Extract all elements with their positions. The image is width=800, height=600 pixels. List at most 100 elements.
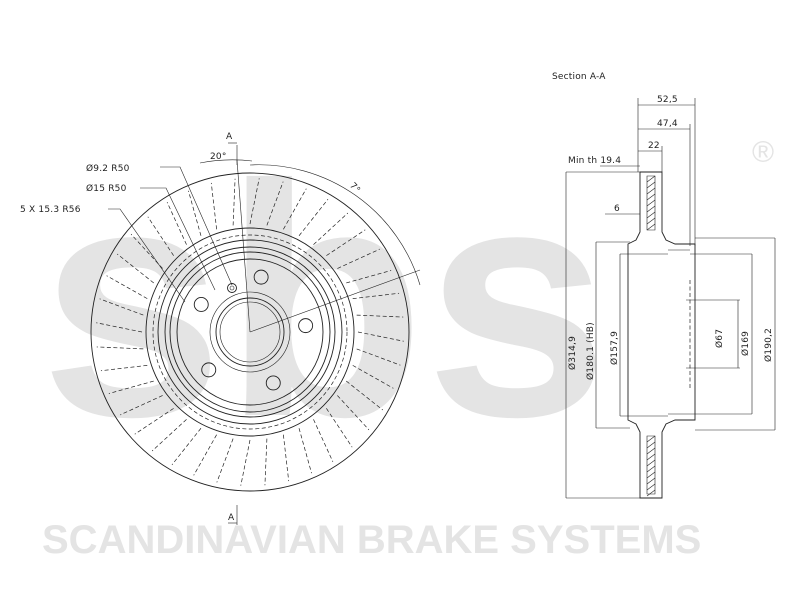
vane-line (283, 188, 307, 230)
vane-line (99, 298, 144, 316)
leader-15 (140, 187, 216, 291)
vane-line (216, 438, 234, 483)
section-title: Section A-A (552, 72, 606, 82)
hat-outer-circle (157, 239, 343, 425)
hatch-line (646, 223, 656, 231)
vane-line (313, 419, 334, 462)
dim-67: Ø67 (714, 329, 725, 348)
vane-line (117, 253, 154, 284)
vane-line (356, 348, 401, 366)
sbs-logo-text: sbs (40, 116, 609, 485)
disc-section-outline (627, 171, 696, 499)
vane-line (283, 434, 290, 482)
dim-6: 6 (614, 204, 620, 214)
front-view: A A 20° 7° Ø9.2 R50 Ø15 R50 5 X 15.3 R56 (20, 132, 421, 525)
bolt-hole (193, 297, 209, 312)
hatch-line (646, 477, 656, 485)
bolt-hole (265, 375, 281, 391)
hatch-line (646, 205, 656, 213)
dim-22: 22 (648, 141, 660, 151)
vane-line (266, 181, 284, 226)
hatch-line (646, 175, 656, 183)
dim-190-2: Ø190,2 (763, 328, 774, 362)
vane-line (298, 428, 312, 474)
dim-52-5: 52,5 (657, 95, 678, 105)
vane-line (166, 202, 187, 245)
hub-bore-inner (219, 301, 281, 363)
angle-label-20: 20° (210, 152, 227, 162)
vane-line (188, 190, 202, 236)
vane-line (171, 428, 202, 465)
hatch-line (646, 441, 656, 449)
section-marker-bottom: A (228, 513, 235, 523)
leader-bolt (108, 208, 186, 303)
vent-angle-arc (249, 164, 421, 286)
locating-hole-inner (229, 285, 235, 291)
sbs-watermark: sbs ® SCANDINAVIAN BRAKE SYSTEMS (40, 116, 774, 562)
vane-line (96, 346, 144, 350)
dim-47-4: 47,4 (657, 119, 678, 129)
locating-hole-9-2 (227, 283, 237, 293)
vane-line (249, 178, 260, 225)
section-view: Section A-A 52,5 47,4 22 Min th 19.4 6 (552, 72, 776, 499)
vane-line (108, 380, 154, 394)
hatch-line (646, 471, 656, 479)
vane-line (96, 322, 143, 333)
callout-9-2: Ø9.2 R50 (86, 163, 130, 174)
vane-line (232, 178, 236, 226)
hatch-line (646, 453, 656, 461)
vane-line (298, 199, 329, 236)
hatch-line (646, 489, 656, 497)
vane-line (147, 216, 174, 256)
hatch-line (646, 193, 656, 201)
hub-recess-circle (209, 291, 291, 373)
vane-line (326, 408, 353, 448)
leader-9-2 (160, 166, 233, 286)
hat-circle-3 (169, 251, 331, 413)
vane-line (120, 395, 163, 416)
bolt-hole (298, 318, 314, 334)
vane-line (337, 248, 380, 269)
hub-bore (215, 297, 285, 367)
vane-line (151, 419, 187, 452)
friction-ring-inner-edge (145, 227, 355, 437)
registered-mark: ® (752, 136, 774, 169)
centerline-a (236, 159, 251, 333)
vane-line (346, 270, 392, 284)
hatch-line (646, 459, 656, 467)
cooling-vanes (96, 178, 404, 486)
callout-15: Ø15 R50 (86, 183, 127, 194)
bolt-hole (253, 269, 269, 285)
hatch-line (646, 483, 656, 491)
vane-line (313, 212, 349, 245)
brand-tagline: SCANDINAVIAN BRAKE SYSTEMS (42, 518, 701, 562)
bolt-holes (193, 269, 314, 391)
centerline-vent (249, 269, 421, 333)
vane-line (337, 395, 370, 431)
hatch-line (646, 187, 656, 195)
hatch-line (646, 217, 656, 225)
vane-line (100, 365, 148, 372)
vent-channel-bottom (646, 435, 656, 495)
vane-line (210, 182, 217, 230)
vane-line (106, 275, 148, 299)
hatch-line (646, 447, 656, 455)
vane-line (326, 229, 366, 256)
dim-314-9: Ø314,9 (567, 336, 578, 370)
dim-157-9: Ø157,9 (609, 331, 620, 365)
vane-line (357, 331, 404, 342)
hat-flat-face-circle (176, 258, 324, 406)
hatch-line (646, 199, 656, 207)
dim-169: Ø169 (740, 331, 751, 356)
vane-line (264, 438, 268, 486)
min-thickness-label: Min th 19.4 (568, 156, 621, 166)
vane-line (346, 380, 383, 411)
hatch-line (646, 211, 656, 219)
vane-line (356, 314, 404, 318)
hatch-line (646, 181, 656, 189)
vane-line (352, 365, 394, 389)
callout-bolt-pattern: 5 X 15.3 R56 (20, 205, 81, 215)
vane-line (352, 292, 400, 299)
hat-dashed-circle (152, 234, 348, 430)
